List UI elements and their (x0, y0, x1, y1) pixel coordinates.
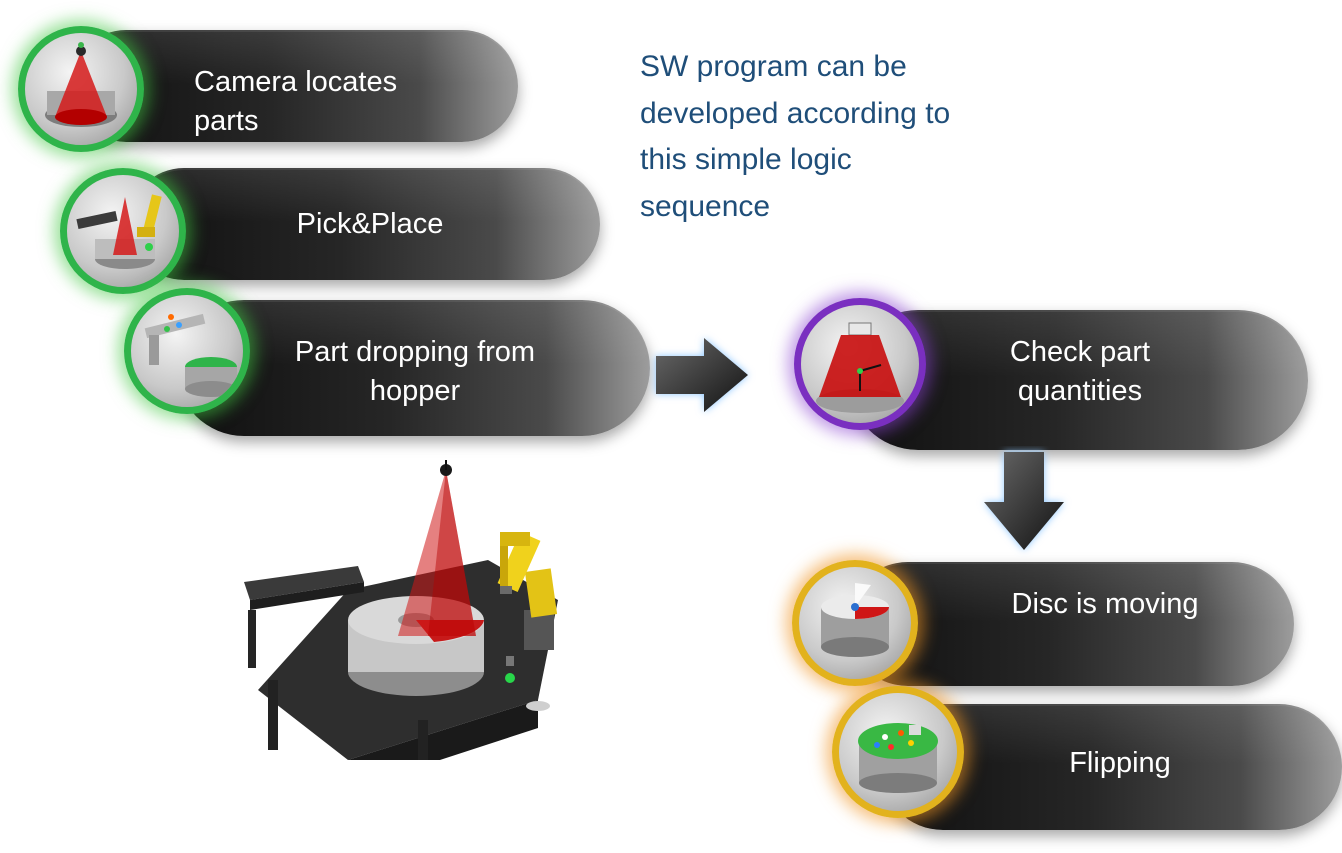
step-label-check: Check part quantities (1009, 336, 1151, 408)
step-pill-disc (846, 562, 1294, 686)
step-label-flipping: Flipping (1069, 747, 1171, 779)
camera-cone-icon (18, 26, 144, 152)
rotating-disc-icon (792, 560, 918, 686)
hopper-icon (124, 288, 250, 414)
sequence-caption: SW program can be developed according to… (640, 50, 951, 223)
step-label-pick-place: Pick&Place (296, 208, 444, 240)
step-label-disc: Disc is moving (1011, 588, 1199, 620)
step-pill-hopper (176, 300, 650, 436)
step-pill-camera (70, 30, 518, 142)
vision-check-icon (794, 298, 926, 430)
step-label-camera: Camera locates parts (194, 66, 398, 138)
robot-arm-icon (60, 168, 186, 294)
down-arrow-icon (984, 452, 1064, 550)
step-label-hopper: Part dropping from hopper (294, 336, 536, 408)
right-arrow-icon (656, 338, 748, 412)
flipping-parts-icon (832, 686, 964, 818)
step-pill-pick-place (128, 168, 600, 280)
robot-cell-illustration (244, 460, 558, 760)
